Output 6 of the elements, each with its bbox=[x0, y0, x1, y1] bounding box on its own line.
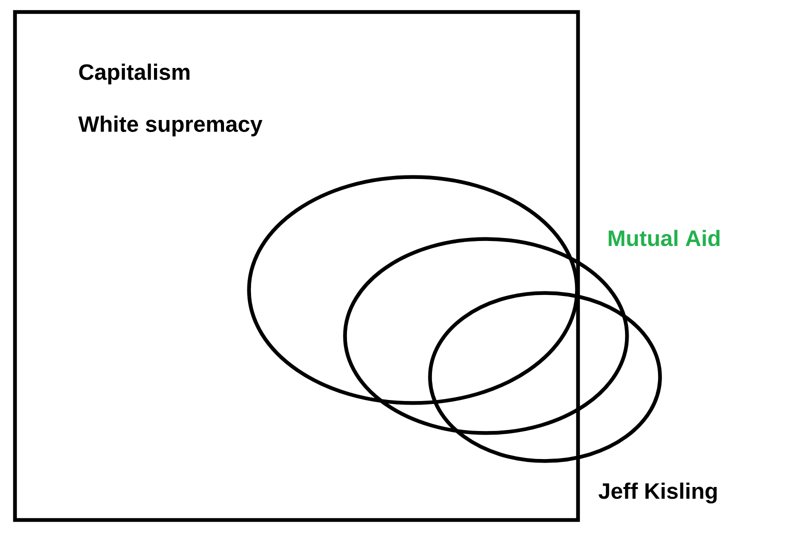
box-text: Capitalism bbox=[79, 64, 190, 84]
ellipse-shape bbox=[428, 291, 662, 463]
ellipse-shape bbox=[247, 175, 579, 405]
box-text: White supremacy bbox=[78, 116, 262, 136]
label-text: Mutual Aid bbox=[608, 230, 720, 246]
label-text: Jeff Kisling bbox=[598, 482, 717, 504]
